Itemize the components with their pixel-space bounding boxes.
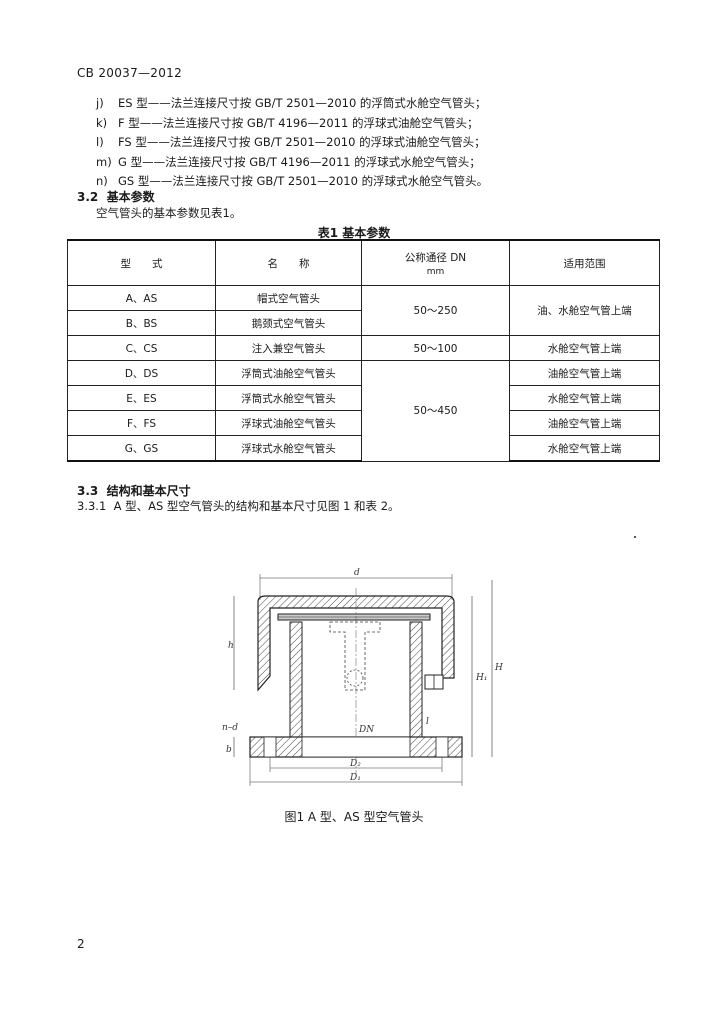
cap-hood [257, 595, 455, 692]
section-heading-3-2: 3.2 基本参数 [77, 190, 155, 204]
air-pipe-head-drawing: d DN h n–d b H₁ H l D₂ D₁ [222, 568, 503, 786]
dim-label-h1: H₁ [475, 673, 487, 683]
section-3-2-text: 空气管头的基本参数见表1。 [96, 206, 242, 220]
body-wall-right [409, 621, 423, 738]
section-heading-3-3: 3.3 结构和基本尺寸 [77, 484, 191, 498]
table-1-caption: 表1 基本参数 [317, 226, 391, 240]
dim-label-h: h [228, 641, 234, 651]
inner-deflector [329, 621, 381, 691]
section-3-3-1-text: 3.3.1 A 型、AS 型空气管头的结构和基本尺寸见图 1 和表 2。 [77, 499, 400, 513]
dim-label-l: l [426, 717, 429, 727]
dim-label-h-big: H [494, 663, 503, 673]
standard-code-header: CB 20037—2012 [77, 66, 183, 80]
dim-label-dn: DN [358, 725, 375, 735]
table-row: G、GS 浮球式水舱空气管头 水舱空气管上端 [67, 435, 660, 462]
page-number: 2 [77, 937, 85, 951]
figure-1-caption: 图1 A 型、AS 型空气管头 [284, 810, 424, 824]
list-item: m)G 型——法兰连接尺寸按 GB/T 4196—2011 的浮球式水舱空气管头… [96, 154, 481, 169]
col-header-name: 名 称 [215, 239, 362, 286]
col-header-scope: 适用范围 [509, 239, 660, 286]
inner-float [346, 669, 364, 687]
table-row: F、FS 浮球式油舱空气管头 油舱空气管上端 [67, 410, 660, 436]
table-row: E、ES 浮筒式水舱空气管头 水舱空气管上端 [67, 385, 660, 411]
col-header-type: 型 式 [67, 239, 216, 286]
dim-label-b: b [226, 745, 232, 755]
list-item: j)ES 型——法兰连接尺寸按 GB/T 2501—2010 的浮筒式水舱空气管… [96, 96, 487, 110]
table-row: D、DS 浮筒式油舱空气管头 50～450 油舱空气管上端 [67, 360, 660, 462]
dim-label-n-d: n–d [222, 723, 238, 733]
table-row: B、BS 鹅颈式空气管头 [67, 310, 660, 336]
dim-label-d: d [354, 568, 360, 578]
scan-speck [634, 536, 636, 538]
pipe-bore [301, 736, 411, 758]
body-wall-left [289, 621, 303, 738]
dim-label-d1: D₁ [349, 773, 361, 783]
list-item: n)GS 型——法兰连接尺寸按 GB/T 2501—2010 的浮球式水舱空气管… [96, 174, 489, 188]
list-item: k)F 型——法兰连接尺寸按 GB/T 4196—2011 的浮球式油舱空气管头… [96, 115, 479, 130]
table-row: A、AS 帽式空气管头 50～250 油、水舱空气管上端 [67, 285, 660, 336]
list-item: l)FS 型——法兰连接尺寸按 GB/T 2501—2010 的浮球式油舱空气管… [96, 135, 486, 149]
type-list: j)ES 型——法兰连接尺寸按 GB/T 2501—2010 的浮筒式水舱空气管… [96, 94, 488, 192]
bolt-hole-left [263, 736, 277, 758]
dim-label-d2: D₂ [349, 759, 361, 769]
bolt-hole-right [435, 736, 449, 758]
table-row: C、CS 注入兼空气管头 50～100 水舱空气管上端 [67, 335, 660, 361]
